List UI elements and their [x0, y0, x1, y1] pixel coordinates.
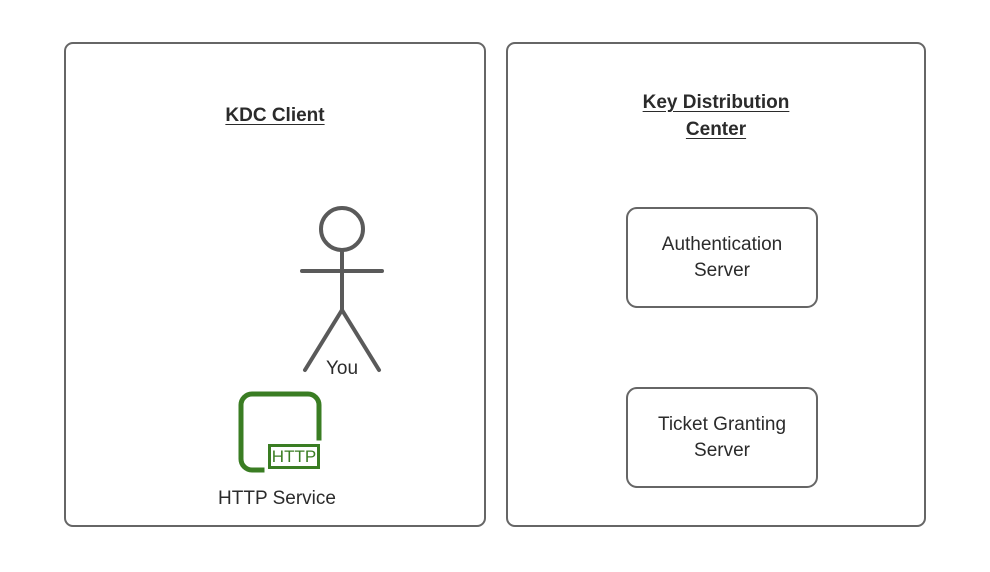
http-badge-text: HTTP [272, 447, 316, 466]
ticket-granting-server-label: Ticket Granting Server [657, 413, 787, 461]
http-service-label: HTTP Service [218, 488, 336, 509]
node-http-service[interactable]: HTTP HTTP Service [172, 384, 382, 549]
stick-figure-icon [300, 206, 384, 372]
actor-you-label: You [325, 358, 359, 379]
actor-you[interactable]: You [257, 162, 427, 379]
panel-kdc-client-title: KDC Client [225, 105, 325, 126]
panel-key-distribution-center-title: Key Distribution Center [642, 92, 790, 140]
authentication-server-label: Authentication Server [661, 233, 783, 281]
panel-key-distribution-center[interactable]: Key Distribution Center Authentication S… [506, 42, 926, 527]
panel-kdc-client[interactable]: KDC Client You [64, 42, 486, 527]
node-ticket-granting-server[interactable]: Ticket Granting Server [626, 387, 818, 488]
http-service-icon: HTTP [172, 384, 382, 476]
node-authentication-server[interactable]: Authentication Server [626, 207, 818, 308]
